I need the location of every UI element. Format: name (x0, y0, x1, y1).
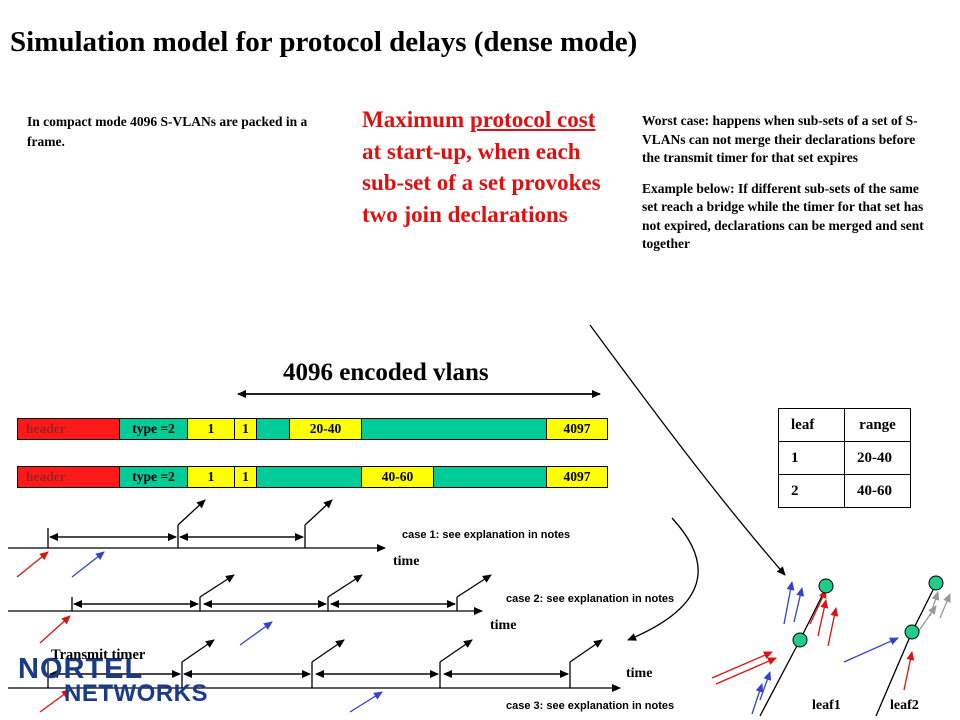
frame-end-cell: 4097 (547, 466, 608, 488)
leaf-range-table: leaf range 1 20-40 2 40-60 (778, 408, 911, 508)
frame-type-cell: type =2 (120, 466, 188, 488)
callout-part2: at start-up, when each sub-set of a set … (362, 138, 601, 227)
table-cell: 1 (778, 441, 845, 475)
case-3-time-label: time (626, 666, 653, 681)
leaf2-label: leaf2 (890, 698, 919, 713)
table-row: 2 40-60 (778, 474, 911, 508)
frame-type-cell: type =2 (120, 418, 188, 440)
case-1-time-label: time (393, 554, 420, 569)
frame-filler-cell (362, 418, 547, 440)
red-declaration-arrow (39, 689, 71, 713)
frame-vlan-cell: 1 (235, 466, 257, 488)
frame-range-cell: 20-40 (290, 418, 362, 440)
table-cell: 40-60 (844, 474, 911, 508)
case-curve-arrow (627, 517, 699, 641)
frame-vlan-cell: 1 (235, 418, 257, 440)
frame-end-cell: 4097 (547, 418, 608, 440)
table-cell: 20-40 (844, 441, 911, 475)
frame-vlan-cell: 1 (188, 418, 235, 440)
nortel-logo: NORTEL NETWORKS (16, 653, 211, 709)
compact-mode-note: In compact mode 4096 S-VLANs are packed … (27, 114, 308, 149)
frame-1: header type =2 1 1 20-40 4097 (17, 418, 608, 440)
red-declaration-arrow (16, 551, 49, 578)
blue-declaration-arrow (349, 691, 383, 713)
leaf1-label: leaf1 (812, 698, 841, 713)
protocol-cost-callout: Maximum protocol cost at start-up, when … (362, 104, 602, 230)
transmit-timer-label: Transmit timer (51, 647, 146, 663)
blue-declaration-arrow (71, 551, 105, 578)
frame-header-cell: header (17, 418, 120, 440)
red-declaration-arrow (39, 615, 71, 644)
logo-line1: NORTEL (18, 653, 144, 685)
callout-part1: Maximum (362, 107, 470, 132)
worst-case-note: Worst case: happens when sub-sets of a s… (642, 112, 932, 266)
example-paragraph: Example below: If different sub-sets of … (642, 180, 924, 252)
case-2-label: case 2: see explanation in notes (506, 593, 675, 605)
frame-2: header type =2 1 1 40-60 4097 (17, 466, 608, 488)
page-title: Simulation model for protocol delays (de… (10, 26, 638, 58)
frame-vlan-cell: 1 (188, 466, 235, 488)
frame-filler-cell (257, 466, 362, 488)
leaf1-tree (711, 578, 839, 717)
case-2-timeline (8, 574, 492, 615)
table-row: 1 20-40 (778, 441, 911, 475)
case-1-timeline (8, 499, 386, 552)
case-3-timeline (8, 639, 621, 692)
case-1-label: case 1: see explanation in notes (402, 529, 571, 541)
leaf2-tree (843, 575, 951, 717)
blue-declaration-arrow (239, 621, 273, 646)
frame-range-cell: 40-60 (362, 466, 434, 488)
logo-line2: NETWORKS (64, 680, 208, 707)
table-header-cell: range (844, 408, 911, 442)
callout-curve-arrow (589, 324, 786, 576)
case-3-label: case 3: see explanation in notes (506, 700, 675, 712)
worst-case-paragraph: Worst case: happens when sub-sets of a s… (642, 113, 918, 165)
frame-filler-cell (257, 418, 290, 440)
frame-header-cell: header (17, 466, 120, 488)
case-2-time-label: time (490, 618, 517, 633)
table-cell: 2 (778, 474, 845, 508)
frame-filler-cell (434, 466, 547, 488)
callout-underlined: protocol cost (469, 107, 596, 132)
encoded-vlans-label: 4096 encoded vlans (283, 359, 489, 386)
